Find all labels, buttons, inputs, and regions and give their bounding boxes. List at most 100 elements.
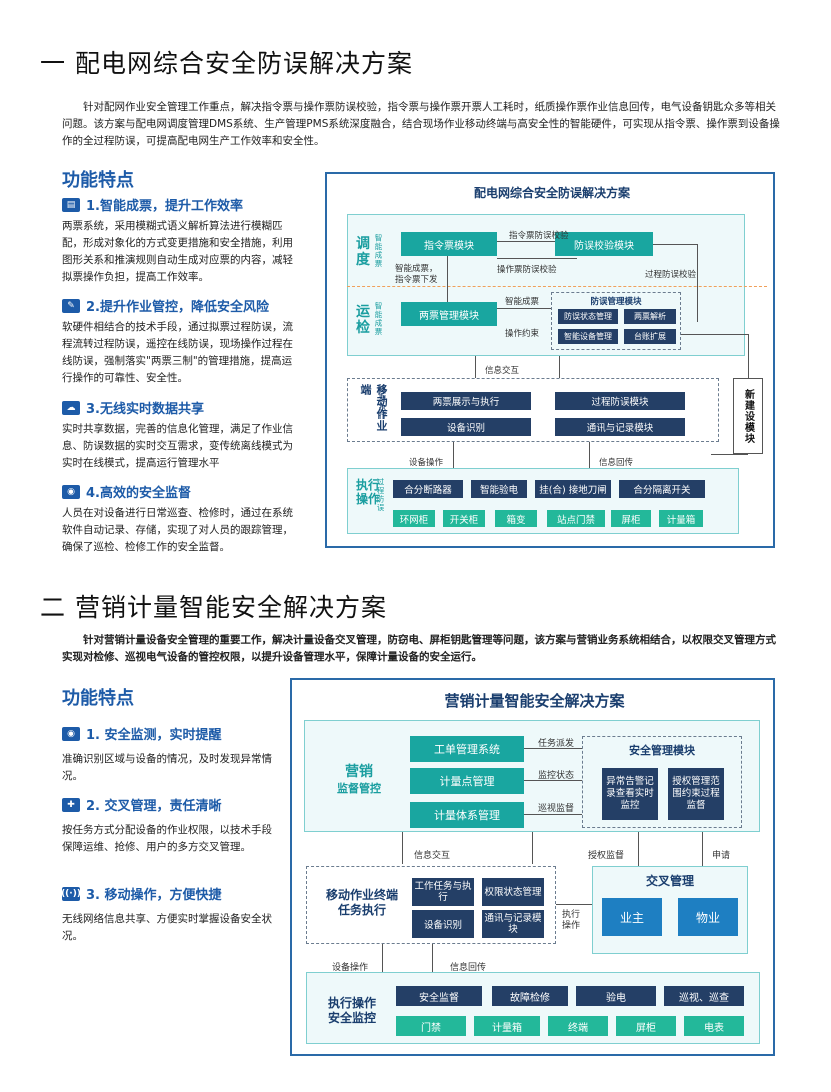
mobile-terminal-group	[306, 866, 556, 944]
device-item: 屏柜	[611, 510, 651, 527]
label: 申请	[712, 851, 731, 861]
section1-features-title: 功能特点	[62, 170, 134, 191]
eye-icon: ◉	[62, 484, 80, 499]
label: 授权监督	[588, 851, 625, 861]
device-item: 计量箱	[659, 510, 703, 527]
exec-item: 合分断路器	[393, 480, 463, 498]
arrow	[453, 442, 454, 468]
two-ticket-module: 两票管理模块	[401, 302, 497, 326]
exec-item: 验电	[576, 986, 656, 1006]
mobile-terminal-group	[347, 378, 719, 442]
diagram2-title: 营销计量智能安全解决方案	[444, 692, 625, 710]
mobile-item: 过程防误模块	[555, 392, 685, 410]
arrow	[589, 442, 590, 468]
eye-icon: ◉	[62, 726, 80, 741]
arrow	[524, 748, 582, 749]
sub-module: 智能设备管理	[558, 329, 618, 344]
device-item: 箱变	[495, 510, 537, 527]
section2-title: 二 营销计量智能安全解决方案	[40, 593, 387, 622]
diagram1-title: 配电网综合安全防误解决方案	[473, 186, 630, 200]
section1-feature-list: ▤1.智能成票，提升工作效率 两票系统，采用模糊式语义解析算法进行模糊匹配，形成…	[62, 195, 302, 556]
marketing-item: 计量点管理	[410, 768, 524, 794]
mobile-item: 设备识别	[401, 418, 531, 436]
section2-features-title: 功能特点	[62, 688, 134, 709]
feature-text: 无线网络信息共享、方便实时掌握设备安全状况。	[62, 913, 272, 942]
arrow	[532, 832, 533, 864]
signal-icon: ((·))	[61, 886, 81, 901]
exec-label: 执行操作	[355, 478, 380, 506]
mobile-label: 移动作业终端任务执行	[325, 888, 398, 917]
label: 设备操作	[409, 458, 444, 468]
sub-module: 防误状态管理	[558, 309, 618, 324]
dispatch-sub: 智能成票	[374, 234, 383, 268]
sub-module: 台账扩展	[624, 329, 676, 344]
label: 信息交互	[485, 366, 520, 376]
device-item: 终端	[548, 1016, 608, 1036]
new-build-module: 新建设模块	[733, 378, 763, 454]
arrow	[653, 244, 697, 245]
feature-text: 准确识别区域与设备的情况，及时发现异常情况。	[62, 753, 272, 782]
label: 设备操作	[332, 963, 369, 973]
exec-item: 智能验电	[471, 480, 527, 498]
mobile-item: 通讯与记录模块	[555, 418, 685, 436]
label: 信息回传	[450, 963, 487, 973]
property-box: 物业	[678, 898, 738, 936]
section1-title: 一 配电网综合安全防误解决方案	[40, 49, 413, 78]
marketing-item: 工单管理系统	[410, 736, 524, 762]
device-item: 屏柜	[616, 1016, 676, 1036]
mobile-item: 设备识别	[412, 910, 474, 938]
exec-label: 执行操作安全监控	[327, 996, 376, 1025]
exec-item: 巡视、巡查	[664, 986, 744, 1006]
marketing-label: 营销监督管控	[337, 764, 381, 795]
handshake-icon: ✎	[62, 298, 80, 313]
device-item: 环网柜	[393, 510, 435, 527]
safety-item: 授权管理范围约束过程监督	[668, 768, 724, 820]
ops-label: 运检	[356, 304, 370, 336]
arrow	[702, 832, 703, 866]
feature-text: 两票系统，采用模糊式语义解析算法进行模糊匹配，形成对象化的方式变更措施和安全措施…	[62, 220, 293, 283]
arrow	[447, 256, 448, 302]
feature-heading: ✎2.提升作业管控，降低安全风险	[62, 296, 302, 315]
owner-box: 业主	[602, 898, 662, 936]
sub-module: 两票解析	[624, 309, 676, 324]
feature-heading: ✚2. 交叉管理，责任清晰	[62, 795, 272, 814]
arrow	[524, 780, 582, 781]
feature-heading: ◉1. 安全监测，实时提醒	[62, 724, 272, 743]
mobile-sub: 接票执行	[378, 386, 387, 420]
diagram2: 营销计量智能安全解决方案 营销监督管控 工单管理系统 计量点管理 计量体系管理 …	[290, 678, 775, 1056]
arrow	[697, 244, 698, 322]
marketing-item: 计量体系管理	[410, 802, 524, 828]
ops-sub: 智能成票	[374, 302, 383, 336]
label: 信息交互	[414, 851, 451, 861]
arrow	[556, 904, 592, 905]
label: 智能成票，指令票下发	[395, 264, 438, 285]
cross-mgmt-title: 交叉管理	[645, 874, 694, 888]
dispatch-label: 调度	[356, 236, 370, 268]
arrow	[382, 944, 383, 972]
cloud-icon: ☁	[62, 400, 80, 415]
device-item: 电表	[684, 1016, 744, 1036]
label: 指令票防误校验	[509, 231, 569, 241]
anti-error-check-module: 防误校验模块	[555, 232, 653, 256]
arrow	[638, 832, 639, 866]
device-item: 开关柜	[443, 510, 485, 527]
device-item: 站点门禁	[547, 510, 605, 527]
arrow	[711, 454, 748, 455]
arrow	[497, 258, 577, 259]
exec-item: 合分隔离开关	[619, 480, 705, 498]
section2-intro: 针对营销计量设备安全管理的重要工作，解决计量设备交叉管理，防窃电、屏柜钥匙管理等…	[62, 634, 776, 663]
exec-sub: 过程防误	[376, 478, 385, 512]
arrow	[748, 334, 749, 378]
arrow	[475, 356, 476, 378]
anti-error-mgmt-title: 防误管理模块	[590, 297, 642, 307]
arrow	[497, 308, 551, 309]
label: 巡视监督	[538, 804, 575, 814]
safety-item: 异常告警记录查看实时监控	[602, 768, 658, 820]
exec-item: 安全监督	[396, 986, 482, 1006]
feature-heading: ☁3.无线实时数据共享	[62, 398, 302, 417]
feature-text: 人员在对设备进行日常巡查、检修时，通过在系统软件自动记录、存储，实现了对人员的跟…	[62, 507, 293, 553]
label: 执行操作	[562, 910, 581, 931]
safety-mgmt-title: 安全管理模块	[629, 744, 695, 757]
feature-heading: ◉4.高效的安全监督	[62, 482, 302, 501]
label: 过程防误校验	[645, 270, 697, 280]
